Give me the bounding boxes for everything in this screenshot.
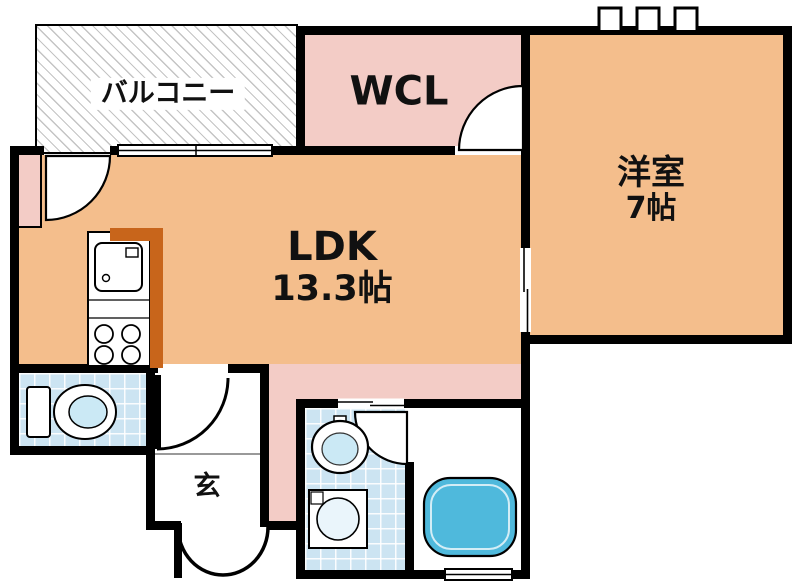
hallway-corridor [269,364,521,399]
entrance-room [155,455,260,521]
wall-right [783,26,792,344]
wall-washroom-left [296,399,305,579]
ldk-label: LDK 13.3帖 [271,225,392,309]
ldk-size: 13.3帖 [271,268,393,309]
wall-toilet-bottom [10,446,155,455]
wall-bottom [296,570,530,579]
wall-center-vertical-lower [521,332,530,344]
ldk-alcove [19,155,42,228]
wall-bath-right [521,335,530,579]
bathroom-room [405,408,521,570]
western-room-name: 洋室 [617,153,685,194]
wall-left [10,146,19,455]
wall-bath-divider [405,462,414,570]
hallway-corridor-lower [269,399,296,521]
wall-entrance-bottom-left [146,521,181,530]
wall-ldk-top-b [110,146,118,155]
wall-western-bottom [521,335,792,344]
ldk-name: LDK [287,224,377,271]
toilet-room [19,373,146,446]
western-room [530,35,783,335]
wall-wcl-left [296,26,305,155]
wall-top [296,26,792,35]
wcl-label: WCL [349,68,449,115]
wall-washroom-top-a [296,399,338,408]
wall-ldk-top-c [272,146,455,155]
ldk-room [19,155,521,364]
entrance-label: 玄 [193,470,221,502]
wall-washroom-top-b [404,399,530,408]
sliding-door-washroom-icon [338,398,404,409]
wall-center-vertical-upper [521,26,530,248]
wall-hall-top-b [228,364,260,373]
wall-entrance-bottom-right [268,521,305,530]
hall-room [155,373,260,455]
entrance-step-line [155,453,260,455]
western-room-label: 洋室 7帖 [617,154,685,226]
balcony-label: バルコニー [90,77,246,111]
wall-ldk-top-a [10,146,44,155]
western-room-size: 7帖 [625,191,677,227]
wall-hall-top-a [10,364,158,373]
washroom-room [305,408,405,570]
entrance-door-swing-icon [174,523,270,578]
wall-hall-right [260,364,269,530]
